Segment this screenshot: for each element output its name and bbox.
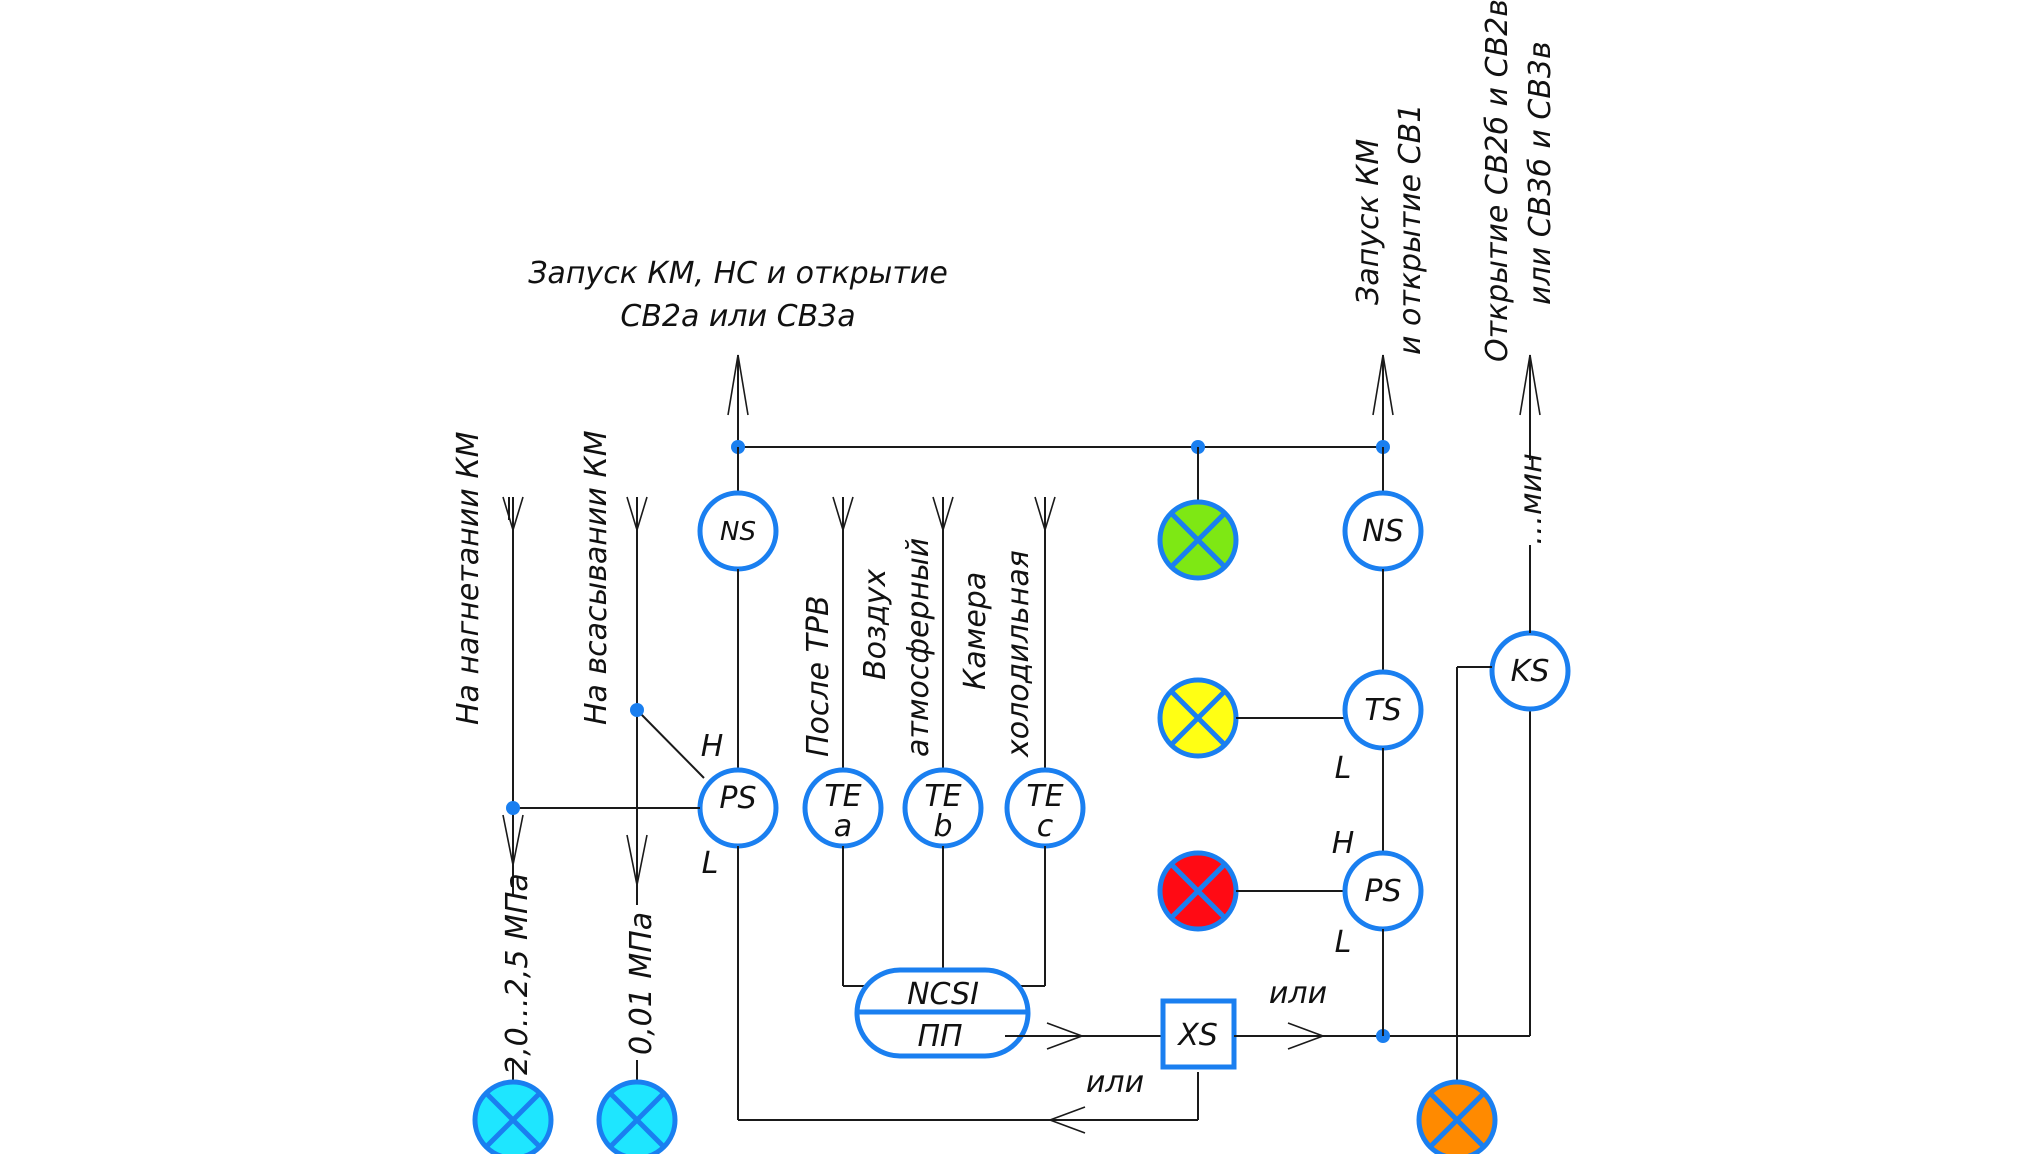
output-arrow-suction-icon [626,834,648,886]
forward-arrow-icon [1287,1022,1326,1050]
device-te-b-label: TE [924,779,961,814]
device-te-a-sub: a [834,809,852,844]
device-te-b-sub: b [933,809,952,844]
marker-h-left: H [701,729,724,764]
label-suction: На всасывании КМ [579,430,614,725]
input-arrow-suction-icon [626,496,648,533]
label-air-line2: атмосферный [901,538,936,757]
junction-node [630,703,644,717]
pressure-alarm-lamp-icon [1157,850,1239,932]
label-chamber-line1: Камера [958,572,993,690]
device-te-a-label: TE [824,779,861,814]
marker-l-left: L [702,846,719,881]
label-start-km-ns: Запуск КМ, НС и открытие [528,256,948,291]
setpoint-discharge: 2,0…2,5 МПа [500,873,535,1075]
input-arrow-te-b-icon [932,496,954,533]
device-ns-right-label: NS [1362,514,1403,549]
marker-h-right: H [1332,826,1355,861]
device-ks-label: KS [1511,654,1550,689]
label-chamber-line2: холодильная [1001,550,1036,758]
device-te-c-label: TE [1026,779,1063,814]
device-ns-left-label: NS [720,517,756,547]
device-xs-label: XS [1176,1018,1218,1053]
label-after-trv: После ТРВ [801,595,836,757]
label-air-line1: Воздух [858,569,893,680]
discharge-lamp-icon [472,1079,554,1154]
label-discharge: На нагнетании КМ [451,431,486,725]
device-ncsi-label: NCSI [907,977,979,1012]
suction-lamp-icon [596,1079,678,1154]
forward-arrow-icon [1046,1022,1085,1050]
device-pp-label: ПП [917,1019,962,1054]
label-sv2a-sv3a: СВ2а или СВ3а [620,299,855,334]
run-lamp-icon [1157,499,1239,581]
label-open-sv2b-sv2v: Открытие СВ2б и СВ2в [1480,0,1515,362]
input-arrow-discharge-icon [502,496,524,533]
output-arrow-left-icon [727,354,749,416]
setpoint-timer: …мин [1514,453,1549,545]
junction-node [506,801,520,815]
device-xs [1160,998,1237,1070]
timer-lamp-icon [1416,1079,1498,1154]
device-ps-left-label: PS [719,781,756,816]
label-or-sv3b-sv3v: или СВ3б и СВ3в [1523,41,1558,305]
marker-or-right: или [1269,976,1327,1011]
input-arrow-te-a-icon [832,496,854,533]
label-start-km: Запуск КМ [1351,139,1386,305]
device-ps-right-label: PS [1364,874,1401,909]
setpoint-suction: 0,01 МПа [624,912,659,1055]
marker-or-bottom: или [1086,1065,1144,1100]
device-ts-right-label: TS [1364,693,1401,728]
output-arrow-ks-icon [1519,354,1541,416]
output-arrow-discharge-icon [502,814,524,866]
input-arrow-te-c-icon [1034,496,1056,533]
marker-l-ts: L [1335,751,1352,786]
temperature-lamp-icon [1157,677,1239,759]
output-arrow-right-icon [1372,354,1394,416]
label-open-sv1: и открытие СВ1 [1393,104,1428,355]
wire [636,709,705,779]
return-arrow-icon [1047,1106,1086,1134]
device-te-c-sub: c [1037,809,1054,844]
marker-l-right: L [1335,925,1352,960]
